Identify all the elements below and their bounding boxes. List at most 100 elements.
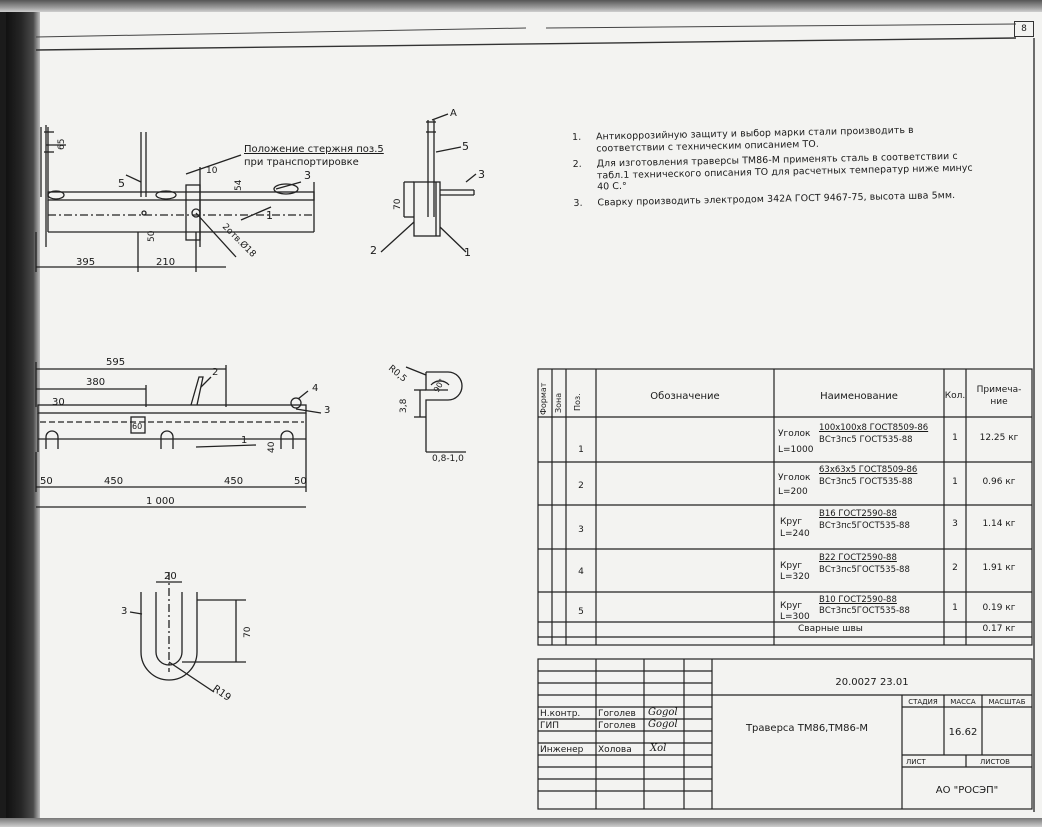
scale-label: МАСШТАБ [988, 698, 1026, 706]
ubolt-dim-20: 20 [164, 571, 177, 582]
row-4-qty: 2 [952, 563, 958, 573]
dim-50-right: 50 [294, 476, 307, 487]
front-pos-3: 3 [324, 405, 330, 416]
dim-380: 380 [86, 377, 105, 388]
pos-1-label: 1 [266, 209, 273, 222]
row-1-note: 12.25 кг [979, 433, 1019, 443]
row-2-pos: 2 [578, 481, 584, 491]
header-qty: Кол. [944, 391, 966, 401]
dim-395: 395 [76, 257, 95, 268]
pos-5-label: 5 [118, 177, 125, 190]
title-block: 20.0027 23.01 СТАДИЯ МАССА МАСШТАБ 16.62… [536, 657, 1034, 812]
u-bolt-drawing: 20 3 70 R19 [121, 571, 253, 704]
technical-notes: 1. Антикоррозийную защиту и выбор марки … [572, 123, 984, 213]
sheet-number: 8 [1014, 21, 1034, 37]
row-5-spec-top: В10 ГОСТ2590-88 [819, 595, 897, 605]
row-2-spec-top: 63х63х5 ГОСТ8509-86 [819, 465, 918, 475]
row-1-spec-bottom: ВСт3пс5 ГОСТ535-88 [819, 435, 913, 445]
row-3-type: Круг [780, 517, 803, 527]
dim-3-8: 3,8 [399, 398, 409, 413]
spec-table: Формат Зона Поз. Обозначение Наименовани… [536, 367, 1034, 657]
side-pos-5: 5 [462, 140, 469, 153]
row-5-qty: 1 [952, 603, 958, 613]
row-5-spec-bottom: ВСт3пс5ГОСТ535-88 [819, 606, 910, 616]
header-name: Наименование [820, 391, 898, 402]
signature-nkontr: Gogol [648, 707, 678, 718]
title-block-grid [537, 658, 1033, 810]
rod-position-label: Положение стержня поз.5 [244, 144, 384, 155]
side-pos-1: 1 [464, 246, 471, 259]
row-3-spec-top: В16 ГОСТ2590-88 [819, 509, 897, 519]
ubolt-pos-3: 3 [121, 606, 127, 617]
row-5-pos: 5 [578, 607, 584, 617]
row-3-length: L=240 [780, 529, 810, 539]
header-designation: Обозначение [650, 391, 720, 402]
side-pos-3: 3 [478, 168, 485, 181]
scan-dark-edge [6, 12, 40, 818]
row-1-qty: 1 [952, 433, 958, 443]
stage-label: СТАДИЯ [908, 698, 938, 706]
front-pos-2: 2 [212, 367, 218, 378]
row-1-length: L=1000 [778, 445, 814, 455]
row-5-length: L=300 [780, 612, 810, 622]
side-view-drawing: A 5 3 2 1 70 [370, 108, 485, 259]
section-detail-drawing: R0,5 3,8 90° 0,8-1,0 [386, 364, 466, 464]
top-view-drawing: 65 Положение стержня поз.5 при транспорт… [35, 125, 384, 272]
front-pos-4: 4 [312, 383, 318, 394]
row-2-note: 0.96 кг [982, 477, 1016, 487]
name-nkontr: Гоголев [598, 709, 636, 719]
header-note-1: Примеча- [976, 385, 1022, 395]
signature-gip: Gogol [648, 719, 678, 730]
row-5-type: Круг [780, 601, 803, 611]
angle-90: 90° [432, 377, 447, 394]
ubolt-dim-70: 70 [243, 626, 253, 638]
row-5-note: 0.19 кг [982, 603, 1016, 613]
side-dim-70: 70 [393, 198, 403, 210]
row-1-pos: 1 [578, 445, 584, 455]
header-zone: Зона [554, 392, 563, 413]
drawing-code: 20.0027 23.01 [835, 677, 909, 688]
dim-50: 50 [147, 230, 157, 242]
sheets-label: ЛИСТОВ [980, 758, 1010, 766]
dim-60: 60 [132, 422, 142, 431]
dim-1000: 1 000 [146, 496, 175, 507]
welds-note: 0.17 кг [982, 624, 1016, 634]
drawing-title: Траверса ТМ86,ТМ86-М [745, 723, 869, 734]
row-3-pos: 3 [578, 525, 584, 535]
name-gip: Гоголев [598, 721, 636, 731]
role-gip: ГИП [540, 721, 559, 731]
r05-label: R0,5 [386, 364, 408, 385]
row-4-note: 1.91 кг [982, 563, 1016, 573]
ubolt-r19: R19 [210, 683, 232, 703]
row-3-qty: 3 [952, 519, 958, 529]
weld-thickness: 0,8-1,0 [432, 454, 464, 464]
mass-value: 16.62 [948, 727, 978, 738]
role-engineer: Инженер [540, 745, 584, 755]
note-item: 2. Для изготовления траверсы ТМ86-М прим… [572, 150, 973, 193]
row-2-spec-bottom: ВСт3пс5 ГОСТ535-88 [819, 477, 913, 487]
drawing-sheet: 8 [6, 12, 1042, 818]
row-4-length: L=320 [780, 572, 810, 582]
row-3-spec-bottom: ВСт3пс5ГОСТ535-88 [819, 521, 910, 531]
header-format: Формат [539, 382, 548, 415]
rod-position-label-2: при транспортировке [244, 157, 359, 168]
dim-40: 40 [267, 441, 277, 453]
row-2-length: L=200 [778, 487, 808, 497]
dim-450-right: 450 [224, 476, 243, 487]
row-2-qty: 1 [952, 477, 958, 487]
signature-engineer: Xol [650, 743, 667, 754]
row-4-type: Круг [780, 561, 803, 571]
row-2-type: Уголок [778, 473, 811, 483]
scan-bottom-band [0, 818, 1042, 827]
front-view-drawing: 595 380 30 2 4 3 1 60 40 50 450 450 50 1… [35, 357, 330, 508]
row-1-type: Уголок [778, 429, 811, 439]
header-note-2: ние [990, 397, 1008, 407]
drawing-frame [35, 23, 1035, 812]
row-1-spec-top: 100х100х8 ГОСТ8509-86 [819, 423, 929, 433]
row-4-pos: 4 [578, 567, 584, 577]
dim-10: 10 [206, 166, 218, 176]
dim-30: 30 [52, 397, 65, 408]
dim-54: 54 [234, 179, 244, 191]
row-4-spec-top: В22 ГОСТ2590-88 [819, 553, 897, 563]
header-pos: Поз. [573, 393, 582, 411]
